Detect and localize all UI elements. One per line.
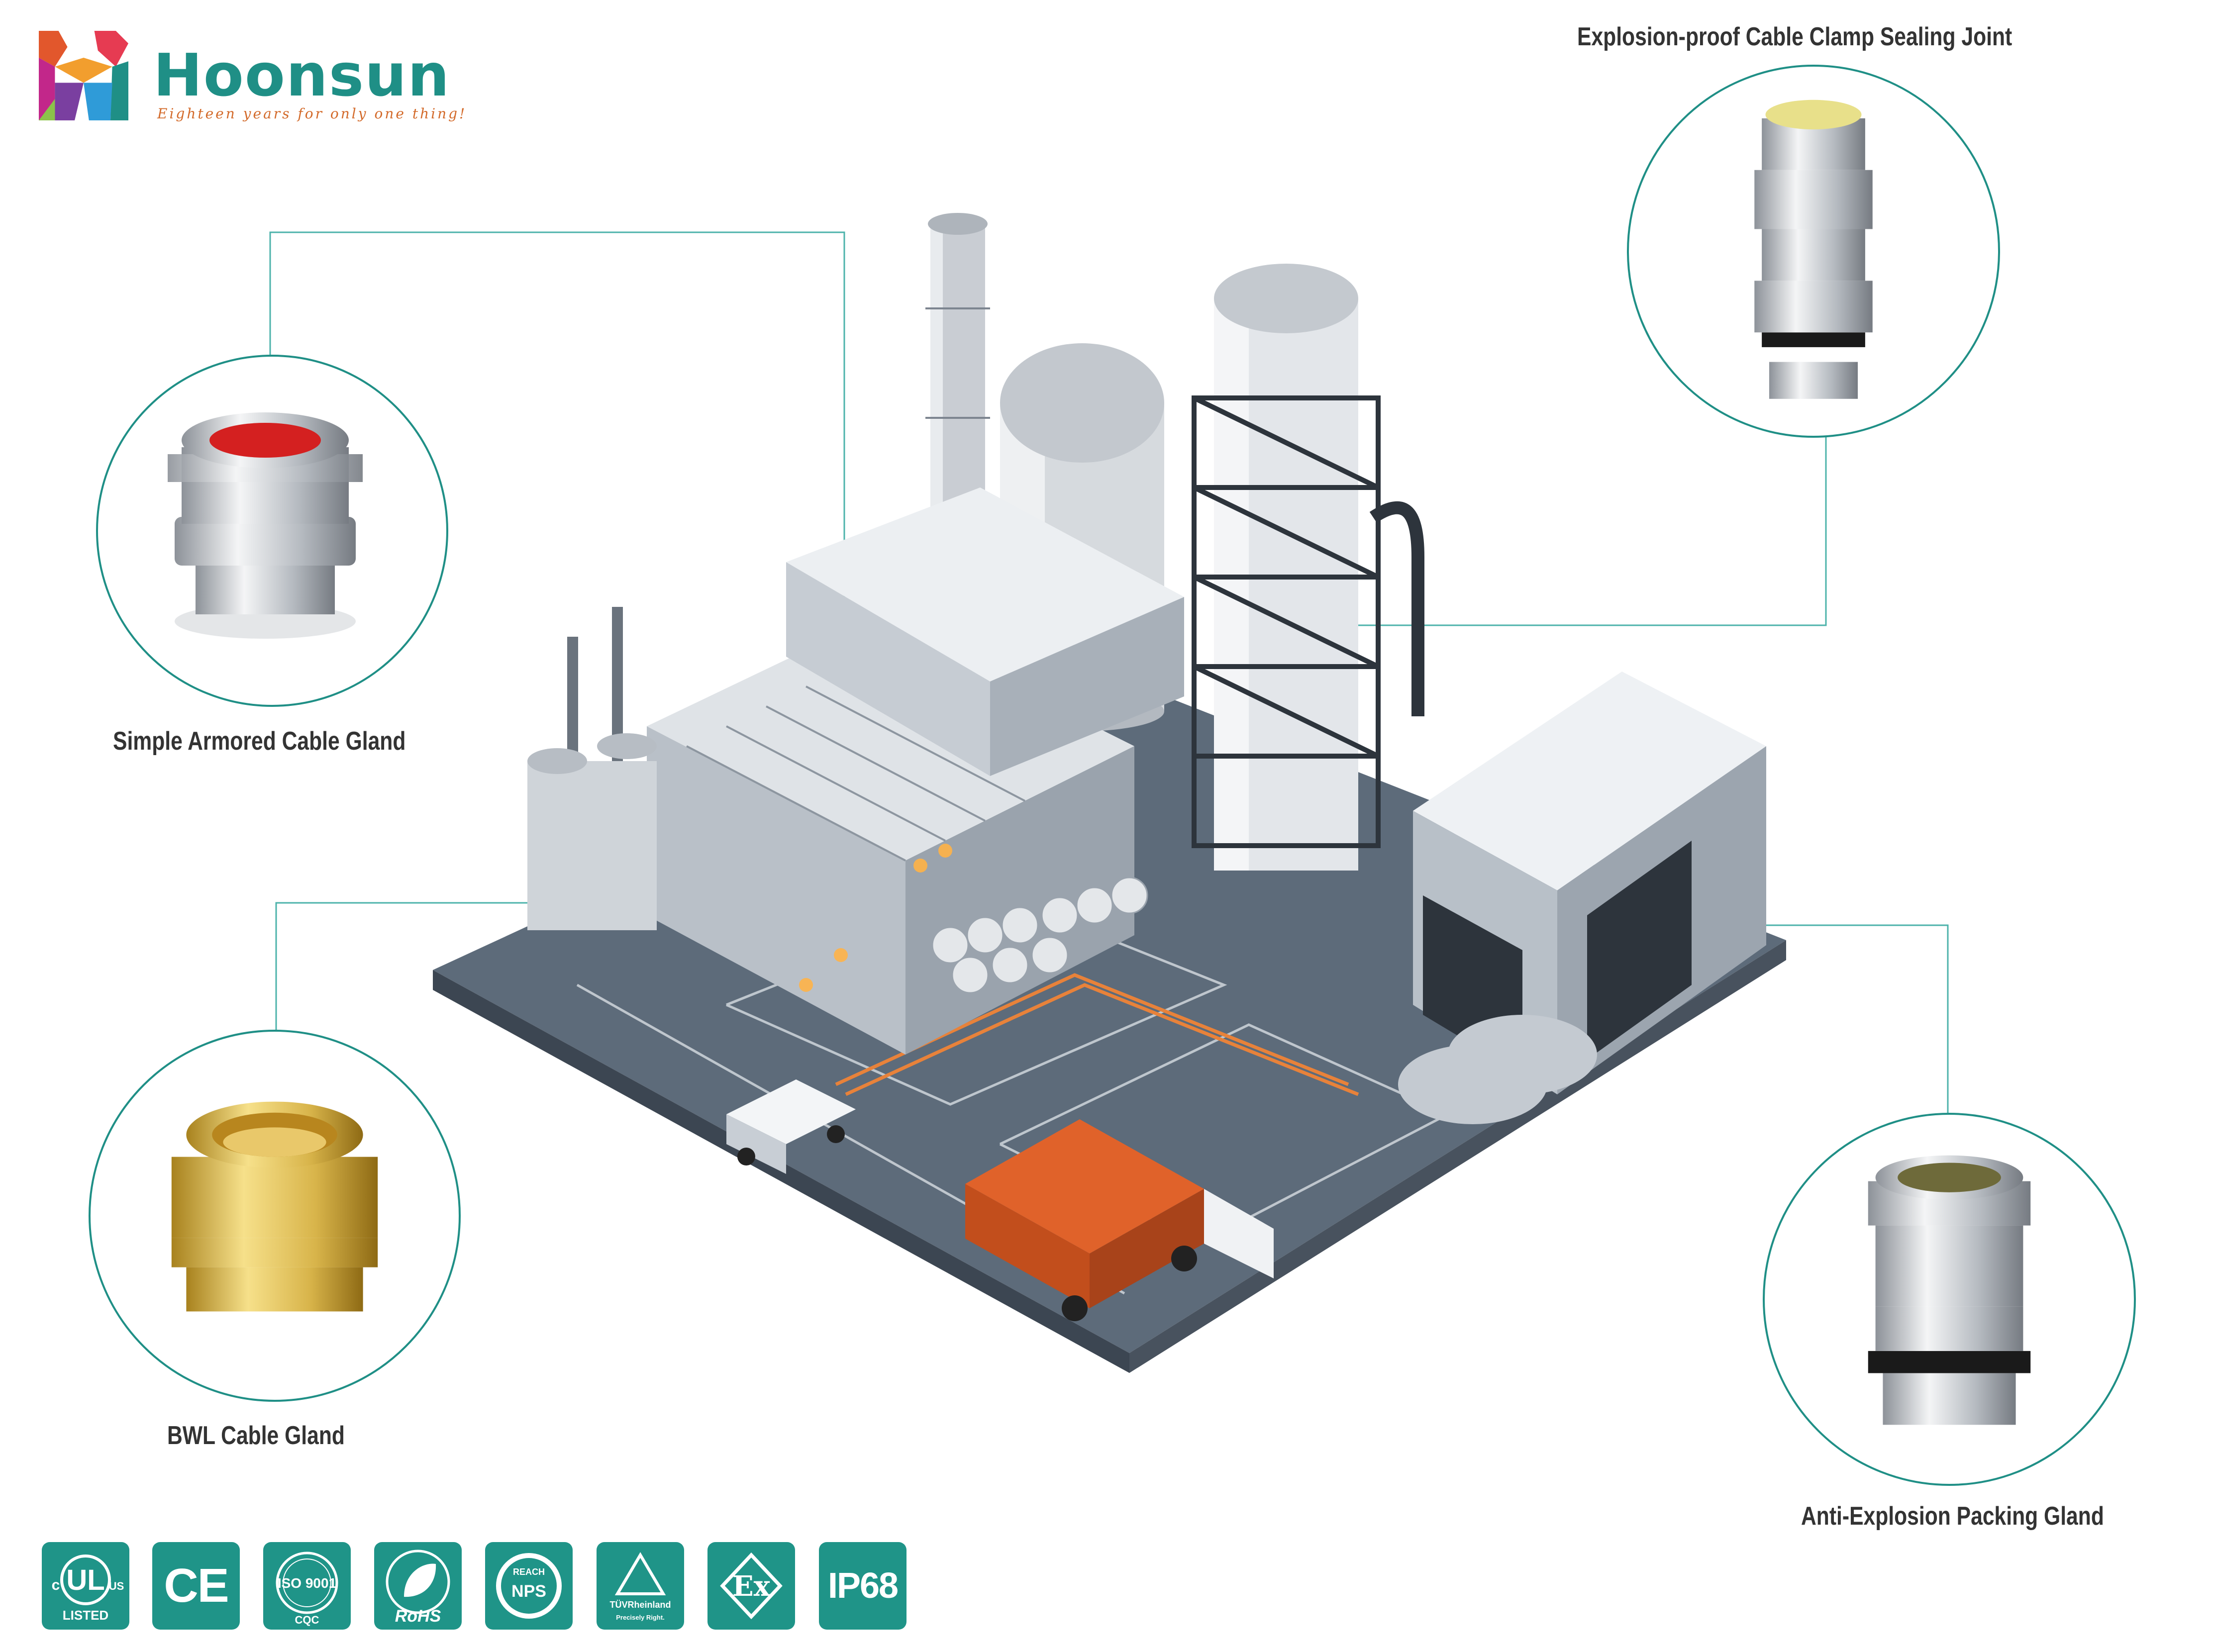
ul-listed-icon: UL c US LISTED [52, 1555, 124, 1623]
svg-text:Precisely Right.: Precisely Right. [616, 1614, 665, 1621]
product-circle-bwl [89, 1030, 461, 1402]
anti-explosion-packing-gland-icon [1868, 1155, 2031, 1425]
small-tanks [527, 761, 657, 930]
ex-mark-icon: Ex [720, 1552, 783, 1620]
label-anti-explosion: Anti-Explosion Packing Gland [1801, 1502, 2104, 1531]
white-truck [726, 1079, 856, 1174]
warehouse-roof [1413, 672, 1766, 890]
svg-text:RoHS: RoHS [395, 1607, 441, 1626]
tuv-rheinland-icon: TÜVRheinland Precisely Right. [609, 1552, 671, 1621]
ce-mark-icon: CE [164, 1559, 229, 1612]
reach-icon: REACH NPS [496, 1553, 562, 1619]
rohs-icon: RoHS [386, 1550, 450, 1626]
product-circle-anti-explosion [1763, 1113, 2136, 1486]
product-circle-simple-armored [96, 355, 448, 707]
factory-isometric-illustration [433, 213, 1786, 1373]
svg-text:UL: UL [66, 1564, 104, 1596]
brand-slogan: Eighteen years for only one thing! [157, 105, 467, 122]
bwl-brass-gland-icon [171, 1101, 378, 1312]
badge-ce: CE [152, 1542, 240, 1630]
iso-9001-icon: ISO 9001 CQC [276, 1552, 338, 1626]
product-circle-explosion-clamp [1627, 65, 2000, 438]
ip68-icon: IP68 [827, 1566, 899, 1606]
badge-rohs: RoHS [374, 1542, 462, 1630]
orange-truck [965, 1119, 1274, 1321]
label-explosion-clamp: Explosion-proof Cable Clamp Sealing Join… [1577, 22, 2012, 51]
svg-text:Ex: Ex [732, 1570, 771, 1603]
processing-building-roof [647, 617, 1134, 861]
svg-text:NPS: NPS [511, 1582, 546, 1601]
label-bwl: BWL Cable Gland [167, 1421, 345, 1450]
svg-text:c: c [52, 1577, 60, 1593]
label-simple-armored: Simple Armored Cable Gland [113, 727, 406, 756]
horizontal-tanks [1398, 1015, 1597, 1124]
badge-ip68: IP68 [819, 1542, 906, 1630]
svg-text:LISTED: LISTED [63, 1608, 108, 1623]
svg-text:REACH: REACH [513, 1567, 545, 1577]
badge-ex: Ex [707, 1542, 795, 1630]
svg-text:CQC: CQC [295, 1614, 319, 1626]
hoonsun-logo-icon [39, 31, 128, 120]
badge-tuv-rheinland: TÜVRheinland Precisely Right. [597, 1542, 684, 1630]
brand-name: Hoonsun [153, 41, 451, 109]
brand-logo: Hoonsun Eighteen years for only one thin… [39, 31, 465, 130]
explosion-clamp-joint-icon [1754, 99, 1873, 399]
badge-iso-9001: ISO 9001 CQC [263, 1542, 351, 1630]
simple-armored-gland-icon [168, 412, 363, 639]
svg-text:TÜVRheinland: TÜVRheinland [609, 1600, 671, 1610]
badge-ul-listed: UL c US LISTED [42, 1542, 129, 1630]
svg-text:US: US [109, 1580, 124, 1592]
svg-text:ISO 9001: ISO 9001 [278, 1575, 336, 1591]
badge-reach: REACH NPS [485, 1542, 573, 1630]
